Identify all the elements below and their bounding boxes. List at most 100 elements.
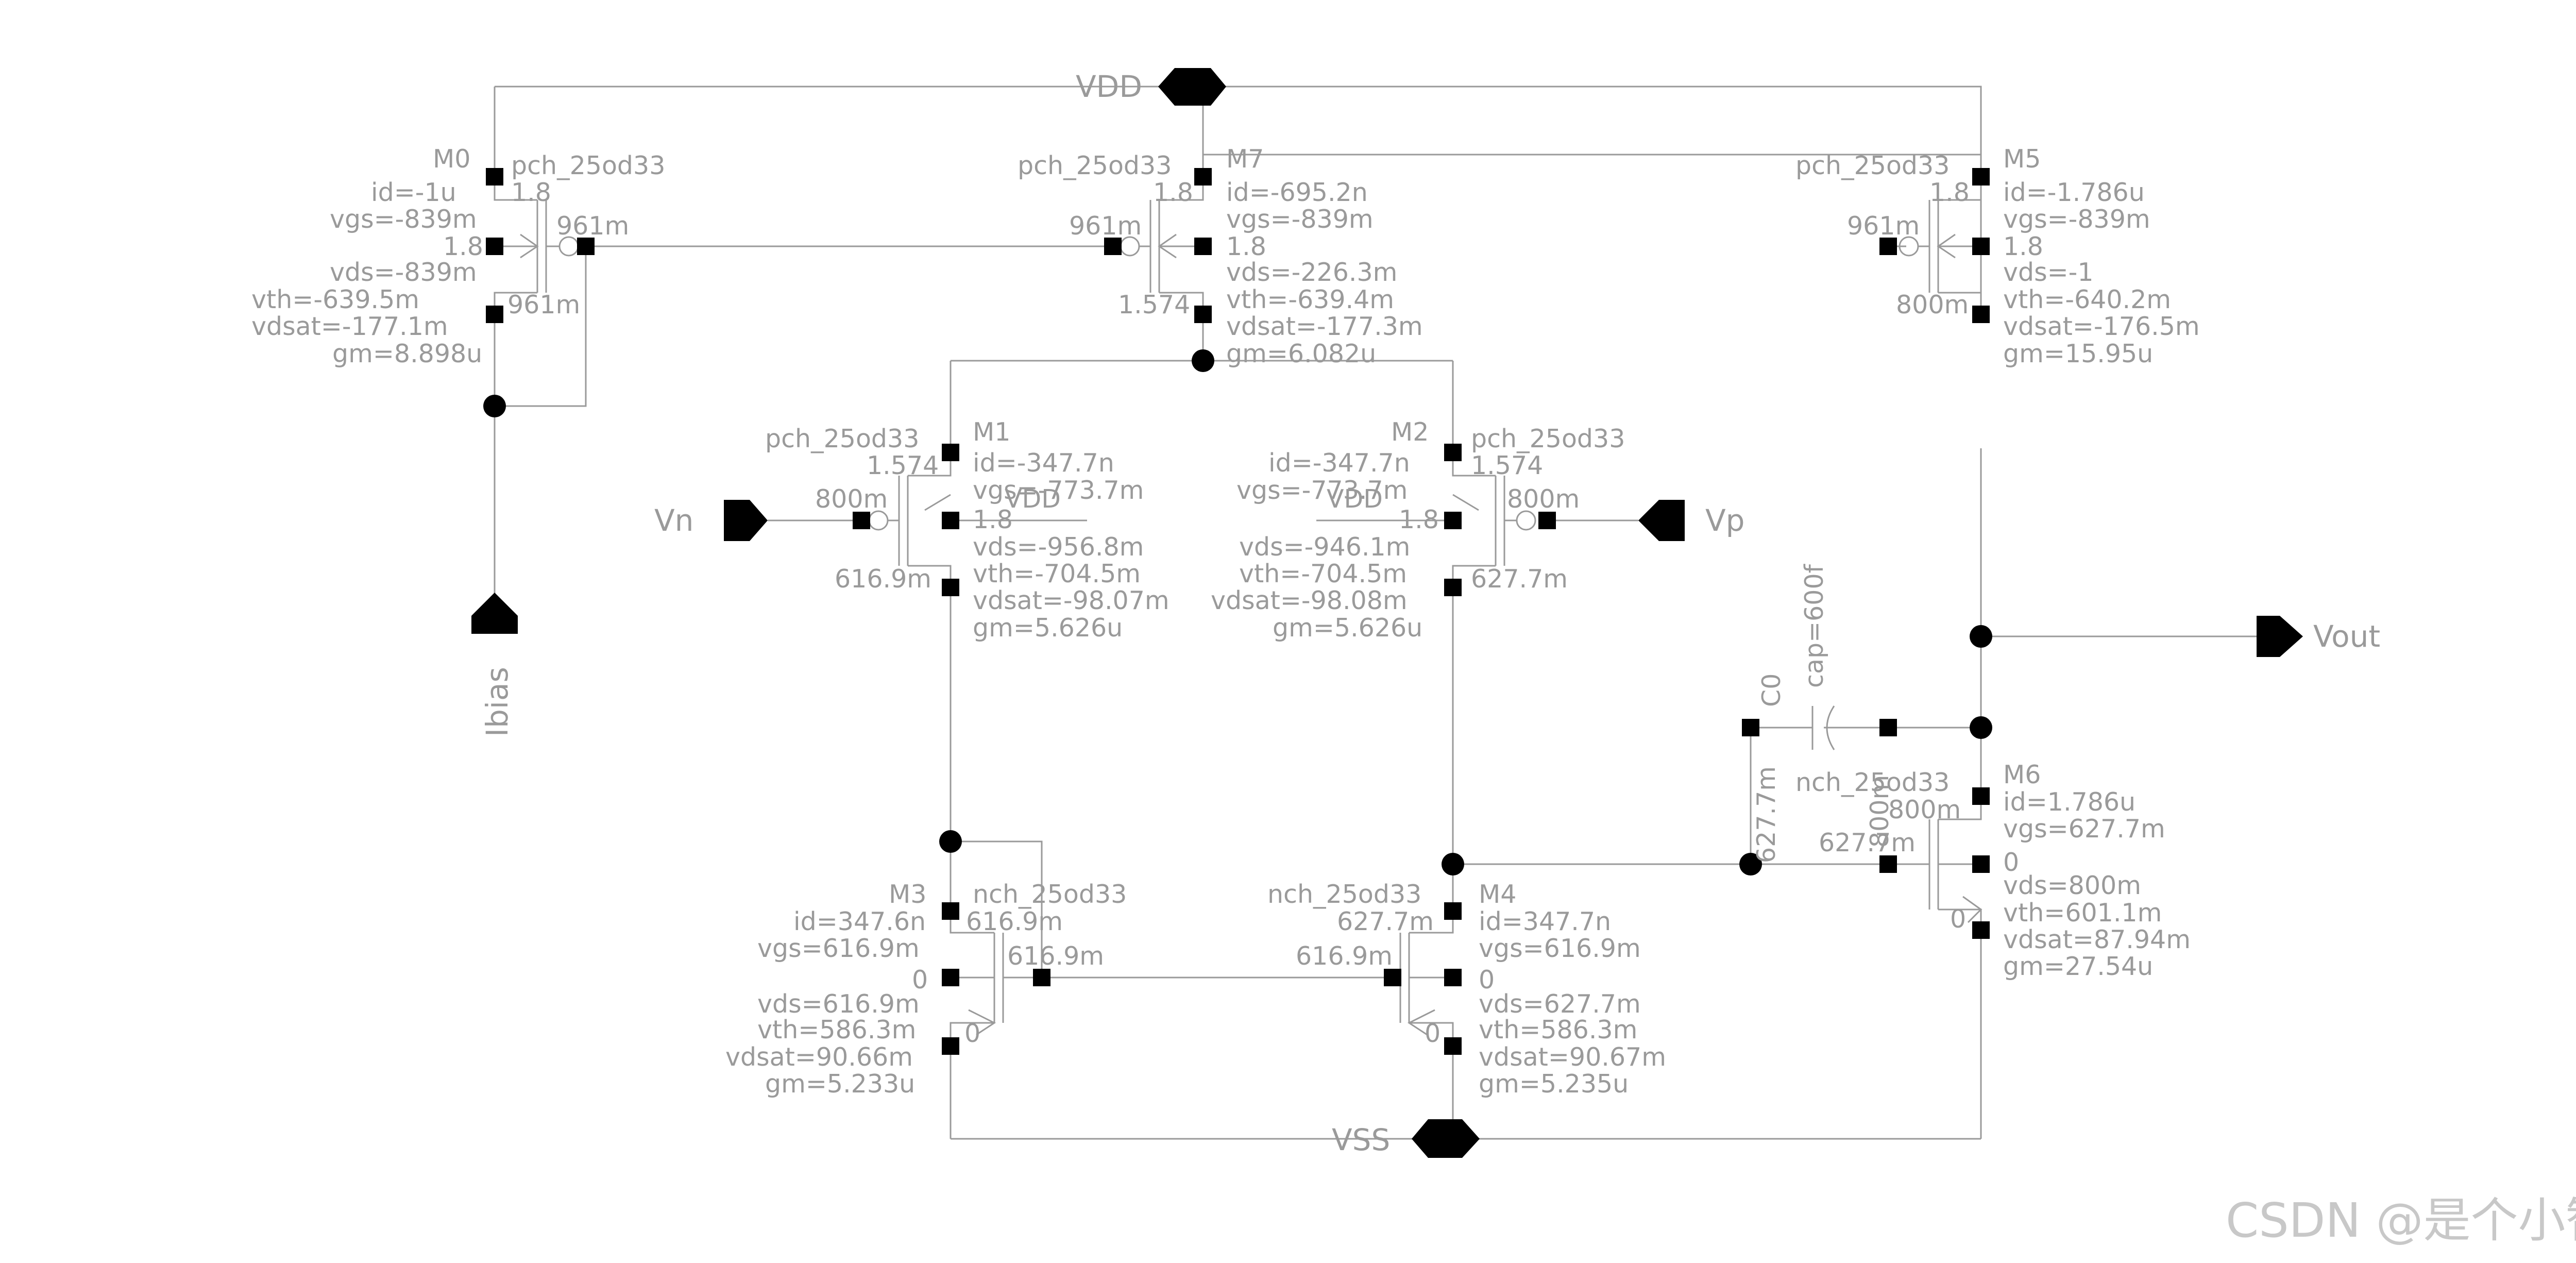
m0-sq-d[interactable] [486, 168, 503, 186]
m5-gm: gm=15.95u [2003, 339, 2153, 368]
m3-vth: vth=586.3m [757, 1015, 916, 1045]
m7-sq-g[interactable] [1104, 238, 1122, 255]
m3-sq-b[interactable] [942, 969, 959, 986]
m5-sq-g[interactable] [1879, 238, 1897, 255]
m4-sq-g[interactable] [1384, 969, 1401, 986]
m7-vth: vth=-639.4m [1226, 285, 1394, 314]
m4-node-b: 0 [1479, 965, 1495, 995]
junction-stage1 [1442, 853, 1464, 875]
m3-sq-g[interactable] [1033, 969, 1050, 986]
m7-node-g: 961m [1069, 211, 1142, 241]
m6-node-s: 0 [1950, 904, 1966, 934]
m0-sq-b[interactable] [486, 306, 503, 323]
m2-symbol[interactable] [1316, 452, 1536, 587]
m2-vth: vth=-704.5m [1239, 559, 1407, 588]
m7-id: id=-695.2n [1226, 178, 1368, 207]
m0-sq-g[interactable] [577, 238, 595, 255]
m6-id: id=1.786u [2003, 787, 2136, 817]
vdd-rail [495, 86, 1982, 309]
m3-sq-s[interactable] [942, 1037, 959, 1055]
vout-pin-shape[interactable] [2257, 616, 2303, 657]
m5-node-b: 1.8 [1929, 178, 1970, 207]
c0-name: C0 [1757, 673, 1786, 707]
m6-sq-g[interactable] [1879, 855, 1897, 873]
m3-node-g: 616.9m [1007, 941, 1104, 971]
vdd-pin-shape[interactable] [1158, 68, 1226, 106]
m3-node-b: 0 [912, 965, 928, 995]
m5-sq-b[interactable] [1972, 306, 1990, 323]
c0-sq-left[interactable] [1742, 719, 1759, 736]
vp-label: Vp [1705, 503, 1745, 538]
m5-sq-d[interactable] [1972, 168, 1990, 186]
m6-sq-s[interactable] [1972, 921, 1990, 939]
vss-pin-shape[interactable] [1412, 1119, 1480, 1158]
c0-right-node: 800m [1865, 775, 1894, 848]
ibias-label: Ibias [480, 667, 515, 737]
vn-label: Vn [654, 503, 693, 538]
m5-sq-s[interactable] [1972, 238, 1990, 255]
m1-name: M1 [973, 417, 1010, 447]
m7-annotation: pch_25od33 M7 1.8 id=-695.2n 961m vgs=-8… [1018, 144, 1423, 368]
m2-node-d: 627.7m [1471, 564, 1568, 594]
junction-m6-gate [1739, 853, 1762, 875]
m6-sq-d[interactable] [1972, 787, 1990, 805]
m2-sq-g[interactable] [1538, 512, 1556, 529]
junction-c0-out [1970, 716, 1992, 739]
m7-node-b: 1.8 [1153, 178, 1193, 207]
m6-vgs: vgs=627.7m [2003, 814, 2165, 844]
m1-vgs: vgs=-773.7m [973, 476, 1144, 505]
m7-sq-b[interactable] [1194, 306, 1212, 323]
m4-vgs: vgs=616.9m [1479, 934, 1641, 963]
m4-sq-s[interactable] [1444, 1037, 1462, 1055]
m0-sq-s[interactable] [486, 238, 503, 255]
c0-symbol[interactable] [1811, 705, 1835, 750]
m1-sq-b[interactable] [942, 512, 959, 529]
m7-sq-d[interactable] [1194, 168, 1212, 186]
c0-value: cap=600f [1800, 563, 1829, 688]
m1-sq-s[interactable] [942, 444, 959, 461]
m2-name: M2 [1391, 417, 1429, 447]
m3-node-s: 0 [964, 1019, 980, 1048]
m5-node-g: 961m [1847, 211, 1920, 241]
m4-name: M4 [1479, 880, 1516, 909]
m2-sq-b[interactable] [1444, 512, 1462, 529]
m4-sq-d[interactable] [1444, 902, 1462, 920]
m3-annotation: M3 nch_25od33 id=347.6n 616.9m vgs=616.9… [725, 880, 1127, 1099]
m0-vgs: vgs=-839m [330, 205, 477, 234]
c0-left-node: 627.7m [1752, 766, 1781, 863]
m5-id: id=-1.786u [2003, 178, 2145, 207]
m6-node-g: 627.7m [1819, 828, 1916, 857]
m6-annotation: M6 nch_25od33 id=1.786u 800m vgs=627.7m … [1795, 760, 2191, 981]
m1-node-b: 1.8 [973, 505, 1013, 534]
junction-vout [1970, 625, 1992, 648]
vn-pin-shape[interactable] [724, 500, 768, 541]
m4-sq-b[interactable] [1444, 969, 1462, 986]
m7-sq-s[interactable] [1194, 238, 1212, 255]
m6-node-d: 800m [1888, 795, 1961, 824]
m4-annotation: nch_25od33 M4 627.7m id=347.7n vgs=616.9… [1267, 880, 1666, 1099]
m7-model: pch_25od33 [1018, 151, 1172, 180]
m3-id: id=347.6n [793, 907, 926, 936]
m7-node-d: 1.574 [1118, 290, 1190, 319]
m6-sq-b[interactable] [1972, 855, 1990, 873]
m1-sq-g[interactable] [853, 512, 870, 529]
m0-diode-connect [495, 246, 587, 407]
m1-sq-d[interactable] [942, 579, 959, 596]
m4-vth: vth=586.3m [1479, 1015, 1637, 1045]
m1-gm: gm=5.626u [973, 613, 1123, 643]
m3-sq-d[interactable] [942, 902, 959, 920]
m2-sq-s[interactable] [1444, 444, 1462, 461]
c0-sq-right[interactable] [1879, 719, 1897, 736]
m5-annotation: pch_25od33 M5 1.8 id=-1.786u 961m vgs=-8… [1795, 144, 2200, 368]
m2-id: id=-347.7n [1268, 448, 1410, 478]
m7-vdsat: vdsat=-177.3m [1226, 312, 1423, 341]
m2-sq-d[interactable] [1444, 579, 1462, 596]
m4-node-g: 616.9m [1296, 941, 1393, 971]
ibias-pin-shape[interactable] [471, 593, 518, 634]
m0-gm: gm=8.898u [332, 339, 482, 368]
m2-annotation: M2 pch_25od33 id=-347.7n 1.574 vgs=-773.… [1211, 417, 1625, 643]
vp-pin-shape[interactable] [1638, 500, 1685, 541]
m4-model: nch_25od33 [1267, 880, 1421, 909]
m1-symbol[interactable] [868, 452, 1087, 587]
